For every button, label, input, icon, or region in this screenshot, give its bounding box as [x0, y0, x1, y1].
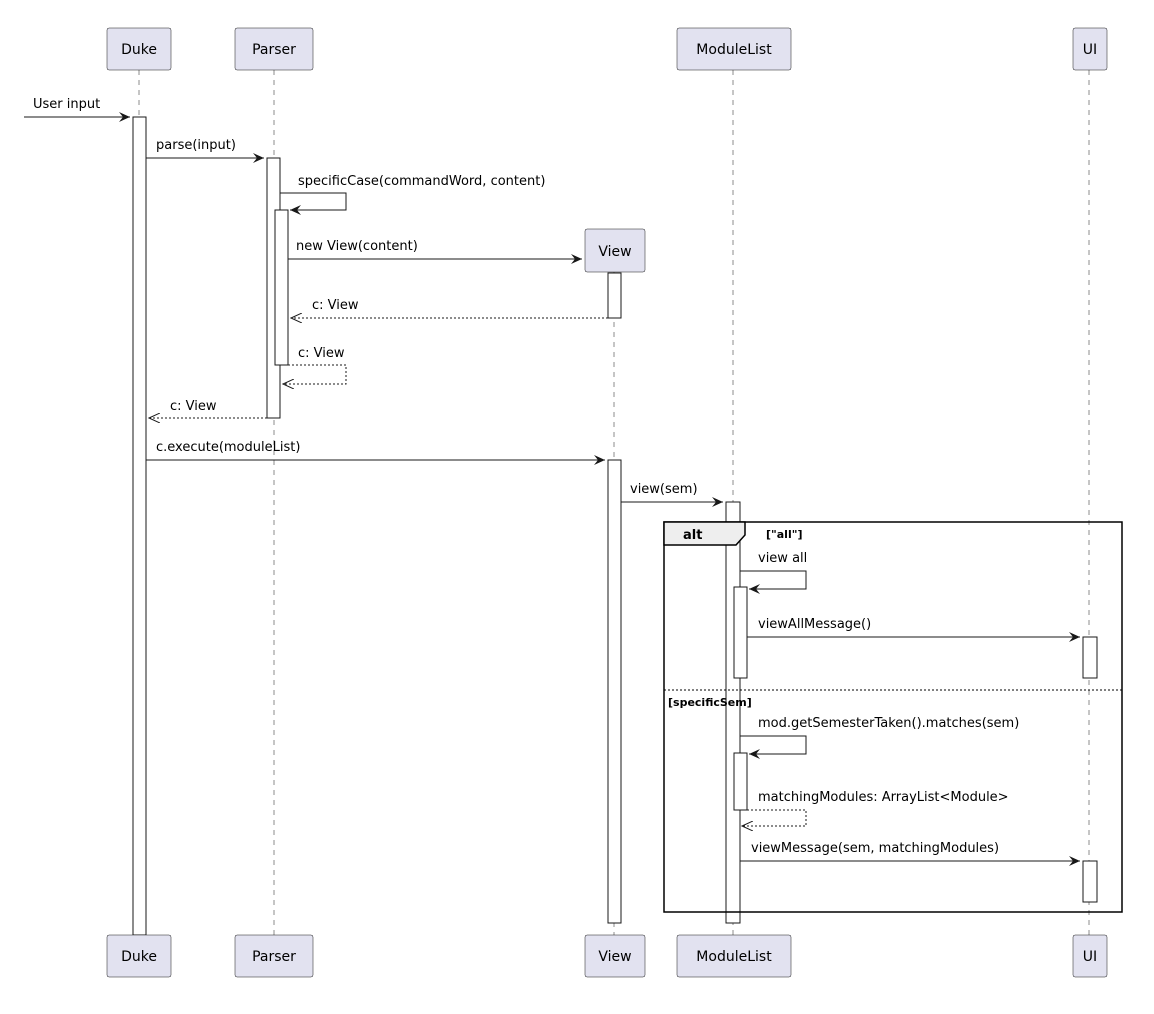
- participant-label: Parser: [252, 42, 296, 58]
- message-label: c: View: [312, 298, 359, 313]
- message-label: matchingModules: ArrayList<Module>: [758, 790, 1009, 805]
- activation-view-constructor: [607, 272, 622, 319]
- participant-duke-bottom: Duke: [106, 934, 172, 978]
- participant-label: ModuleList: [696, 42, 772, 58]
- participant-label: View: [598, 244, 631, 260]
- message-label: view(sem): [630, 482, 698, 497]
- message-label: specificCase(commandWord, content): [298, 174, 545, 189]
- participant-label: Duke: [121, 949, 157, 965]
- activation-modulelist: [725, 501, 741, 924]
- message-label: viewMessage(sem, matchingModules): [751, 841, 999, 856]
- message-return-view-2: [283, 364, 347, 384]
- participant-parser-bottom: Parser: [234, 934, 314, 978]
- message-label: parse(input): [156, 138, 236, 153]
- participant-label: UI: [1083, 42, 1097, 58]
- participant-ui-top: UI: [1072, 27, 1108, 71]
- message-specific-case: [280, 192, 347, 215]
- activation-parser-nested: [274, 209, 289, 366]
- activation-view-execute: [607, 459, 622, 924]
- participant-label: View: [598, 949, 631, 965]
- alt-guard-all: ["all"]: [766, 528, 802, 541]
- participant-modulelist-bottom: ModuleList: [676, 934, 792, 978]
- message-label: mod.getSemesterTaken().matches(sem): [758, 716, 1019, 731]
- message-matching-modules: [742, 809, 807, 826]
- message-label: User input: [33, 97, 100, 112]
- message-label: c: View: [298, 346, 345, 361]
- alt-keyword: alt: [683, 528, 702, 543]
- message-label: c: View: [170, 399, 217, 414]
- participant-label: ModuleList: [696, 949, 772, 965]
- message-label: c.execute(moduleList): [156, 440, 300, 455]
- alt-fragment-tab: [663, 521, 746, 546]
- participant-label: UI: [1083, 949, 1097, 965]
- participant-duke-top: Duke: [106, 27, 172, 71]
- activation-ui-1: [1082, 636, 1098, 679]
- activation-modulelist-viewall: [733, 586, 748, 679]
- alt-fragment: alt ["all"] [specificSem]: [663, 521, 1123, 913]
- message-label: viewAllMessage(): [758, 617, 871, 632]
- participant-modulelist-top: ModuleList: [676, 27, 792, 71]
- participant-label: Parser: [252, 949, 296, 965]
- activation-duke: [132, 116, 147, 936]
- participant-view-bottom: View: [584, 934, 646, 978]
- alt-guard-specific-sem: [specificSem]: [668, 696, 752, 709]
- message-view-all: [740, 570, 807, 594]
- message-label: new View(content): [296, 239, 418, 254]
- participant-label: Duke: [121, 42, 157, 58]
- activation-modulelist-matches: [733, 752, 748, 811]
- activation-ui-2: [1082, 860, 1098, 903]
- message-get-semester-taken: [740, 735, 807, 759]
- participant-parser-top: Parser: [234, 27, 314, 71]
- message-label: view all: [758, 551, 807, 566]
- participant-view-created: View: [584, 228, 646, 273]
- participant-ui-bottom: UI: [1072, 934, 1108, 978]
